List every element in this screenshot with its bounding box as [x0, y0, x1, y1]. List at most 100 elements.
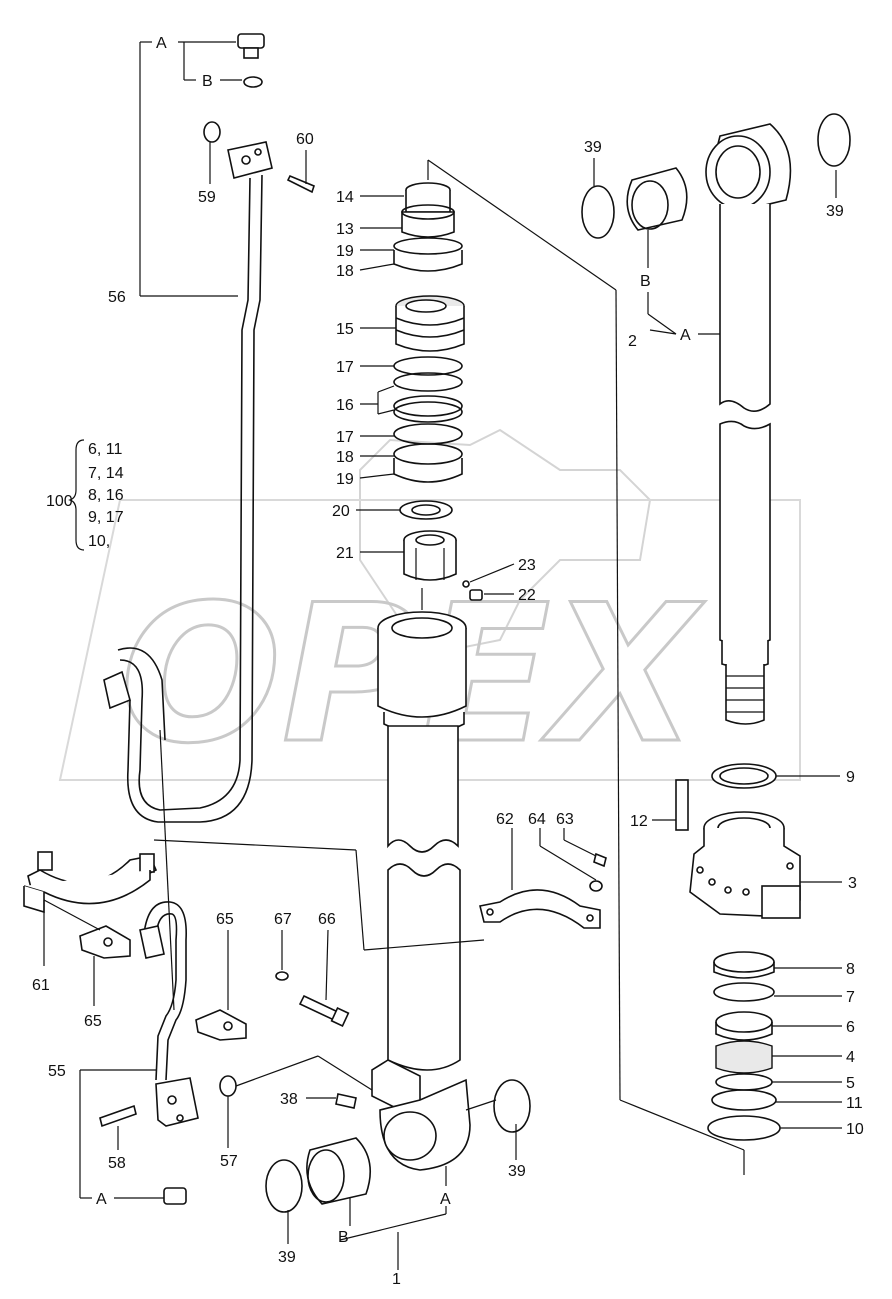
- label-7: 7: [846, 989, 855, 1006]
- washer-64: [589, 880, 603, 892]
- label-23: 23: [518, 557, 536, 574]
- kit-number: 100: [46, 493, 73, 510]
- bolt-60: [286, 174, 315, 194]
- label-65b: 65: [216, 911, 234, 928]
- label-20: 20: [332, 503, 350, 520]
- ring-18b: [393, 443, 463, 465]
- label-a-bot-left: A: [96, 1191, 107, 1208]
- pipe-block-55: [155, 1077, 199, 1127]
- piston-rod-2: [581, 113, 851, 725]
- seal-39-left: [581, 185, 615, 239]
- label-55: 55: [48, 1063, 66, 1080]
- label-b-top: B: [202, 73, 213, 90]
- kit-item: 8, 16: [88, 487, 124, 504]
- leaders-rod: [593, 158, 837, 335]
- label-21: 21: [336, 545, 354, 562]
- bottom-bushings: [265, 1079, 531, 1213]
- label-60: 60: [296, 131, 314, 148]
- label-58: 58: [108, 1155, 126, 1172]
- pipe-nut: [103, 670, 131, 710]
- pipe-56: [119, 177, 251, 811]
- washer-20: [399, 500, 453, 520]
- label-10: 10: [846, 1121, 864, 1138]
- label-39-bl: 39: [278, 1249, 296, 1266]
- plug-top: [237, 33, 265, 59]
- label-65a: 65: [84, 1013, 102, 1030]
- label-57: 57: [220, 1153, 238, 1170]
- o-ring-57: [219, 1075, 237, 1097]
- label-62: 62: [496, 811, 514, 828]
- label-63: 63: [556, 811, 574, 828]
- label-8: 8: [846, 961, 855, 978]
- pipe-assembly-55: [99, 729, 357, 1205]
- label-a-bot: A: [440, 1191, 451, 1208]
- label-14: 14: [336, 189, 354, 206]
- label-4: 4: [846, 1049, 855, 1066]
- washer-67: [275, 971, 289, 981]
- label-13: 13: [336, 221, 354, 238]
- label-66: 66: [318, 911, 336, 928]
- label-a-rod: A: [680, 327, 691, 344]
- kit-item: 9, 17: [88, 509, 124, 526]
- label-9: 9: [846, 769, 855, 786]
- assembly-lines: [421, 159, 745, 1175]
- o-ring-10: [707, 1115, 781, 1141]
- ring-19: [393, 237, 463, 255]
- grease-fitting-38: [335, 1093, 357, 1109]
- label-a-top: A: [156, 35, 167, 52]
- bolt-63: [593, 852, 607, 868]
- clamp-65a: [79, 925, 131, 959]
- leaders-head: [652, 775, 842, 1129]
- label-38: 38: [280, 1091, 298, 1108]
- ring-17b: [393, 423, 463, 445]
- label-6: 6: [846, 1019, 855, 1036]
- kit-item: 10,: [88, 533, 110, 550]
- label-67: 67: [274, 911, 292, 928]
- leaders-top-left: [139, 41, 307, 297]
- ring-7: [713, 982, 775, 1002]
- label-11: 11: [846, 1095, 863, 1112]
- label-39-br: 39: [508, 1163, 526, 1180]
- label-22: 22: [518, 587, 536, 604]
- bushing-13: [401, 211, 455, 238]
- kit-item: 6, 11: [88, 441, 123, 458]
- bolt-66: [298, 994, 340, 1022]
- piston-stack: [393, 182, 483, 601]
- clamp-62: [479, 889, 601, 929]
- label-64: 64: [528, 811, 546, 828]
- label-2: 2: [628, 333, 637, 350]
- label-19a: 19: [336, 243, 354, 260]
- ring-5: [715, 1073, 773, 1091]
- label-16: 16: [336, 397, 354, 414]
- label-19b: 19: [336, 471, 354, 488]
- label-b-rod: B: [640, 273, 651, 290]
- pipe-nut-55: [139, 925, 165, 959]
- ball-23: [462, 580, 470, 588]
- label-5: 5: [846, 1075, 855, 1092]
- label-18a: 18: [336, 263, 354, 280]
- label-61: 61: [32, 977, 50, 994]
- label-18b: 18: [336, 449, 354, 466]
- head-seals: [707, 951, 781, 1141]
- label-56: 56: [108, 289, 126, 306]
- ring-8: [713, 951, 775, 973]
- bolt-58: [99, 1104, 137, 1128]
- clamps: [23, 851, 607, 1041]
- leaders-bottom: [79, 1055, 517, 1270]
- cylinder-head-3: [675, 763, 801, 919]
- kit-100: 100 6, 11 7, 14 8, 16 9, 17 10,: [46, 439, 124, 551]
- bushing-bottom: [306, 1137, 372, 1205]
- ring-16: [393, 395, 463, 417]
- o-ring-59: [203, 121, 221, 143]
- label-b-bot: B: [338, 1229, 349, 1246]
- seal-39-bl: [265, 1159, 303, 1213]
- label-59: 59: [198, 189, 216, 206]
- clamp-65b: [195, 1009, 247, 1041]
- label-39-tr: 39: [826, 203, 844, 220]
- seal-39-br: [493, 1079, 531, 1133]
- ring-11: [711, 1089, 777, 1111]
- bolt-12: [675, 779, 689, 831]
- o-ring-b-top: [243, 76, 263, 88]
- leaders-center: [356, 195, 515, 595]
